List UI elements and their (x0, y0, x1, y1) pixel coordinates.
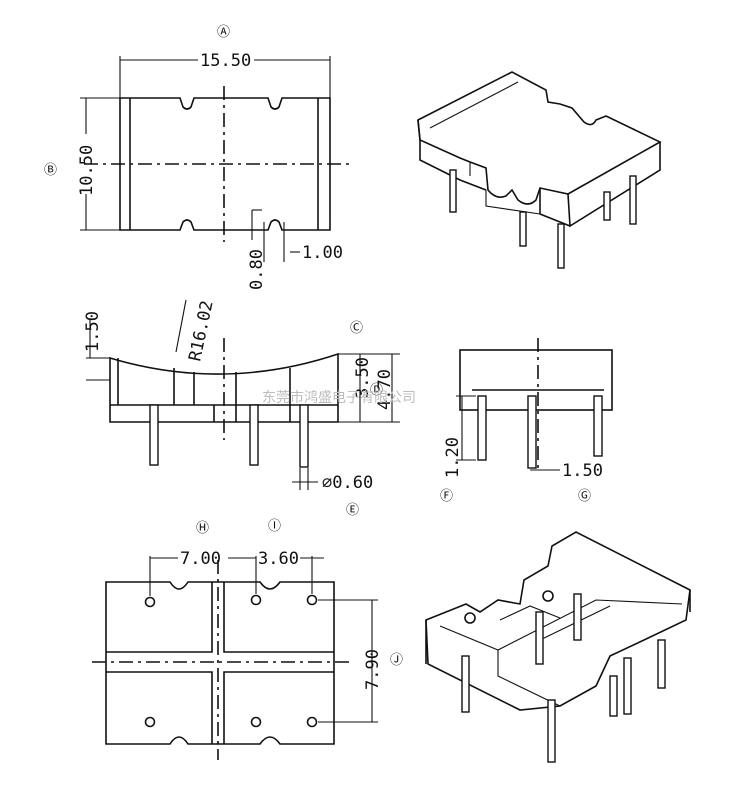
dim-slot-b-label: 1.00 (302, 243, 343, 263)
bottom-view: 7.00 3.60 Ⓗ Ⓘ 7.90 Ⓙ (92, 519, 403, 760)
dim-pin-len-label: 1.20 (443, 437, 463, 478)
dim-top-offset-label: 1.50 (83, 311, 103, 352)
dim-height-total-label: 4.70 (375, 369, 395, 410)
marker-b: Ⓑ (44, 163, 57, 178)
dim-pitch-j-label: 7.90 (363, 649, 383, 690)
marker-a: Ⓐ (217, 25, 230, 40)
dim-height-label: 10.50 (77, 145, 97, 196)
front-view: 1.20 1.50 Ⓕ Ⓖ (440, 338, 613, 504)
dim-pin-off-label: 1.50 (562, 461, 603, 481)
isometric-view-bottom (425, 531, 691, 763)
marker-e: Ⓔ (346, 503, 359, 518)
marker-d: Ⓓ (370, 383, 383, 398)
side-view: 1.50 R16.02 3.50 4.70 Ⓒ Ⓓ ⌀0.60 Ⓔ (83, 299, 400, 518)
marker-h: Ⓗ (196, 521, 209, 536)
marker-f: Ⓕ (440, 489, 453, 504)
dim-pitch-i-label: 3.60 (258, 549, 299, 569)
dim-pin-dia-label: ⌀0.60 (322, 473, 373, 493)
marker-j: Ⓙ (390, 653, 403, 668)
watermark-text: 东莞市鸿盛电子有限公司 (262, 389, 416, 406)
marker-g: Ⓖ (578, 489, 591, 504)
isometric-view-top (417, 71, 662, 269)
marker-i: Ⓘ (268, 519, 281, 534)
dim-height-c-label: 3.50 (353, 357, 373, 398)
dim-radius-label: R16.02 (185, 299, 217, 363)
marker-c: Ⓒ (350, 321, 363, 336)
dim-width-label: 15.50 (200, 51, 251, 71)
top-view: 15.50 Ⓐ 10.50 Ⓑ 0.80 1.00 (44, 25, 352, 290)
dim-slot-a-label: 0.80 (247, 249, 267, 290)
dim-pitch-h-label: 7.00 (180, 549, 221, 569)
